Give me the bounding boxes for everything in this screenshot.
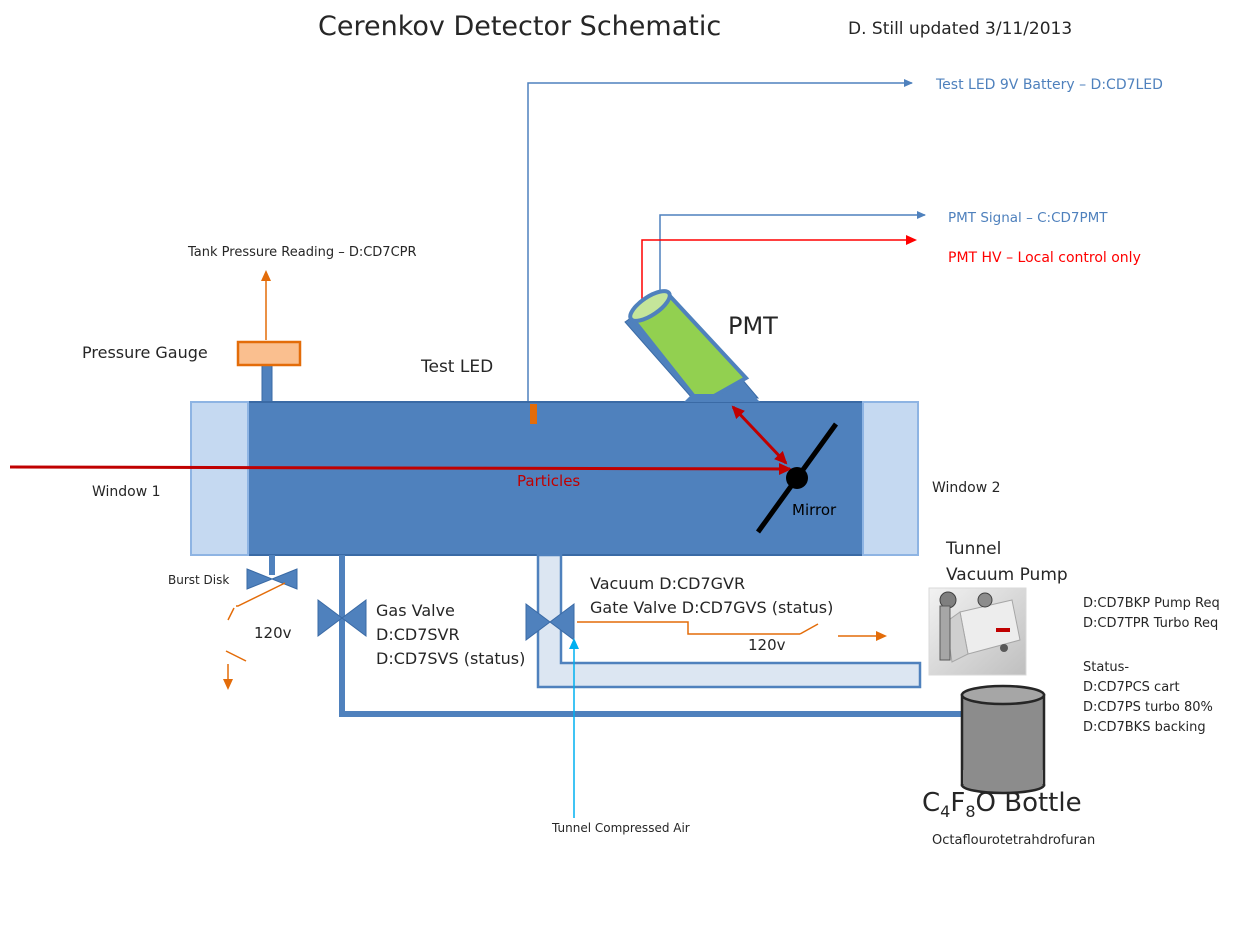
power-right-switch <box>799 623 819 635</box>
pump-status-cart: D:CD7PCS cart <box>1083 680 1180 695</box>
page-title: Cerenkov Detector Schematic <box>318 11 721 42</box>
pmt-tube <box>624 289 760 407</box>
pmt-port <box>684 394 760 402</box>
pump-label-1: Tunnel <box>945 539 1001 559</box>
pump-status-backing: D:CD7BKS backing <box>1083 720 1206 735</box>
gas-valve-control: D:CD7SVR <box>376 625 460 644</box>
test-led-label: Test LED <box>420 357 493 377</box>
bottle-label: C4F8O Bottle <box>922 788 1082 821</box>
pmt-signal-line <box>659 211 926 318</box>
vacuum-line <box>536 553 922 689</box>
vacuum-valve-control: Vacuum D:CD7GVR <box>590 574 745 593</box>
power-left-wire-2 <box>227 607 235 621</box>
pmt-signal-label: PMT Signal – C:CD7PMT <box>948 210 1108 226</box>
bottle-chemical-label: Octaflourotetrahdrofuran <box>932 833 1095 848</box>
pressure-gauge-label: Pressure Gauge <box>82 343 208 362</box>
pump-label-2: Vacuum Pump <box>946 565 1068 585</box>
pressure-gauge <box>236 340 302 367</box>
pressure-gauge-stem <box>261 363 273 405</box>
reflected-light <box>731 405 788 465</box>
vacuum-gate-valve <box>525 603 575 641</box>
compressed-air-label: Tunnel Compressed Air <box>551 821 690 835</box>
power-right-wire <box>577 621 800 635</box>
gas-line <box>339 555 1000 717</box>
pump-request-2: D:CD7TPR Turbo Req <box>1083 616 1218 631</box>
burst-disk-label: Burst Disk <box>168 573 229 587</box>
mirror-pivot <box>786 467 808 489</box>
pmt-label: PMT <box>728 312 778 340</box>
particles-label: Particles <box>517 472 580 490</box>
pump-status-title: Status- <box>1083 660 1129 675</box>
power-left-wire <box>236 582 286 607</box>
window-1-label: Window 1 <box>92 484 161 500</box>
power-right-label: 120v <box>748 636 786 654</box>
vacuum-valve-status: Gate Valve D:CD7GVS (status) <box>590 598 833 617</box>
gas-valve-status: D:CD7SVS (status) <box>376 649 525 668</box>
pmt-hv-label: PMT HV – Local control only <box>948 250 1141 266</box>
power-left-switch <box>225 650 247 662</box>
mirror-label: Mirror <box>792 501 837 519</box>
gas-bottle <box>960 684 1046 795</box>
gas-valve-name: Gas Valve <box>376 601 455 620</box>
pump-status-turbo: D:CD7PS turbo 80% <box>1083 700 1213 715</box>
vacuum-pump-image <box>928 587 1027 676</box>
power-left-label: 120v <box>254 624 292 642</box>
test-led <box>530 404 537 424</box>
pmt-hv-line <box>641 235 917 320</box>
tank-pressure-label: Tank Pressure Reading – D:CD7CPR <box>187 245 417 260</box>
pump-request-1: D:CD7BKP Pump Req <box>1083 596 1220 611</box>
author-date: D. Still updated 3/11/2013 <box>848 19 1072 39</box>
particle-beam <box>9 462 792 475</box>
window-2-label: Window 2 <box>932 480 1001 496</box>
window-1 <box>190 401 249 556</box>
window-2 <box>862 401 919 556</box>
test-led-signal-label: Test LED 9V Battery – D:CD7LED <box>935 77 1163 93</box>
gas-valve <box>317 599 367 637</box>
